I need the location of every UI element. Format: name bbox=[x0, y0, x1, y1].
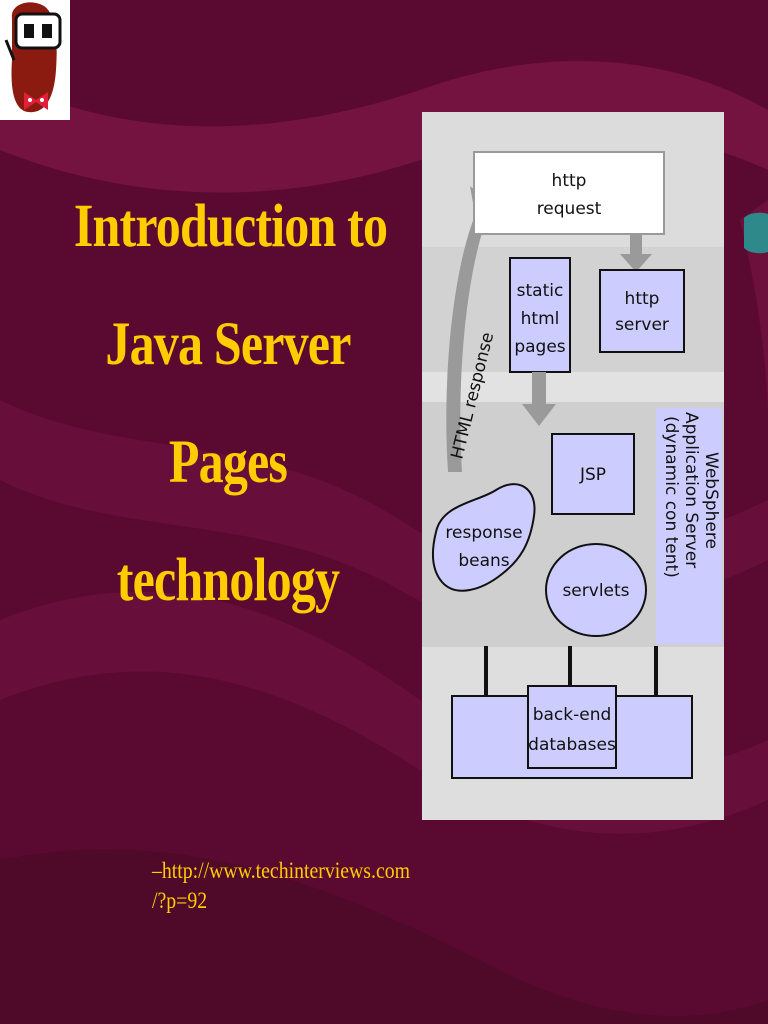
source-citation: –http://www.techinterviews.com /?p=92 bbox=[152, 856, 452, 916]
slide-title: Introduction to Java Server Pages techno… bbox=[73, 168, 388, 640]
static-pages-line-2: html bbox=[521, 309, 560, 329]
app-server-line-3: (dynamic con tent) bbox=[661, 416, 681, 578]
jsp-label: JSP bbox=[579, 465, 606, 485]
static-pages-line-3: pages bbox=[514, 337, 565, 357]
backend-line-2: databases bbox=[528, 735, 616, 755]
app-server-line-2: Application Server bbox=[681, 412, 701, 568]
http-server-line-2: server bbox=[615, 315, 669, 335]
response-beans-line-2: beans bbox=[458, 551, 509, 571]
title-line-1: Introduction to bbox=[73, 193, 388, 260]
jsp-architecture-diagram: HTML response http request http server s… bbox=[422, 112, 724, 820]
jsp-box bbox=[551, 433, 635, 515]
edge-tab bbox=[744, 212, 768, 254]
source-line-1: –http://www.techinterviews.com bbox=[152, 858, 410, 883]
static-pages-box bbox=[509, 257, 571, 373]
bean-mascot-icon bbox=[4, 2, 62, 113]
http-request-line-2: request bbox=[537, 199, 602, 219]
title-line-2: Java Server bbox=[105, 311, 351, 378]
response-beans-line-1: response bbox=[445, 523, 522, 543]
app-server-line-1: WebSphere bbox=[701, 452, 721, 549]
backend-databases-box bbox=[527, 685, 617, 769]
http-server-box bbox=[599, 269, 685, 353]
http-request-line-1: http bbox=[552, 171, 587, 191]
response-beans-blob bbox=[431, 483, 536, 592]
backend-line-1: back-end bbox=[533, 705, 612, 725]
servlets-ellipse bbox=[545, 543, 647, 637]
servlets-label: servlets bbox=[562, 581, 629, 601]
http-request-box bbox=[473, 151, 665, 235]
title-line-4: technology bbox=[116, 547, 340, 614]
logo bbox=[0, 0, 70, 120]
http-server-line-1: http bbox=[625, 289, 660, 309]
title-line-3: Pages bbox=[168, 429, 288, 496]
source-line-2: /?p=92 bbox=[152, 888, 208, 913]
static-pages-line-1: static bbox=[517, 281, 564, 301]
